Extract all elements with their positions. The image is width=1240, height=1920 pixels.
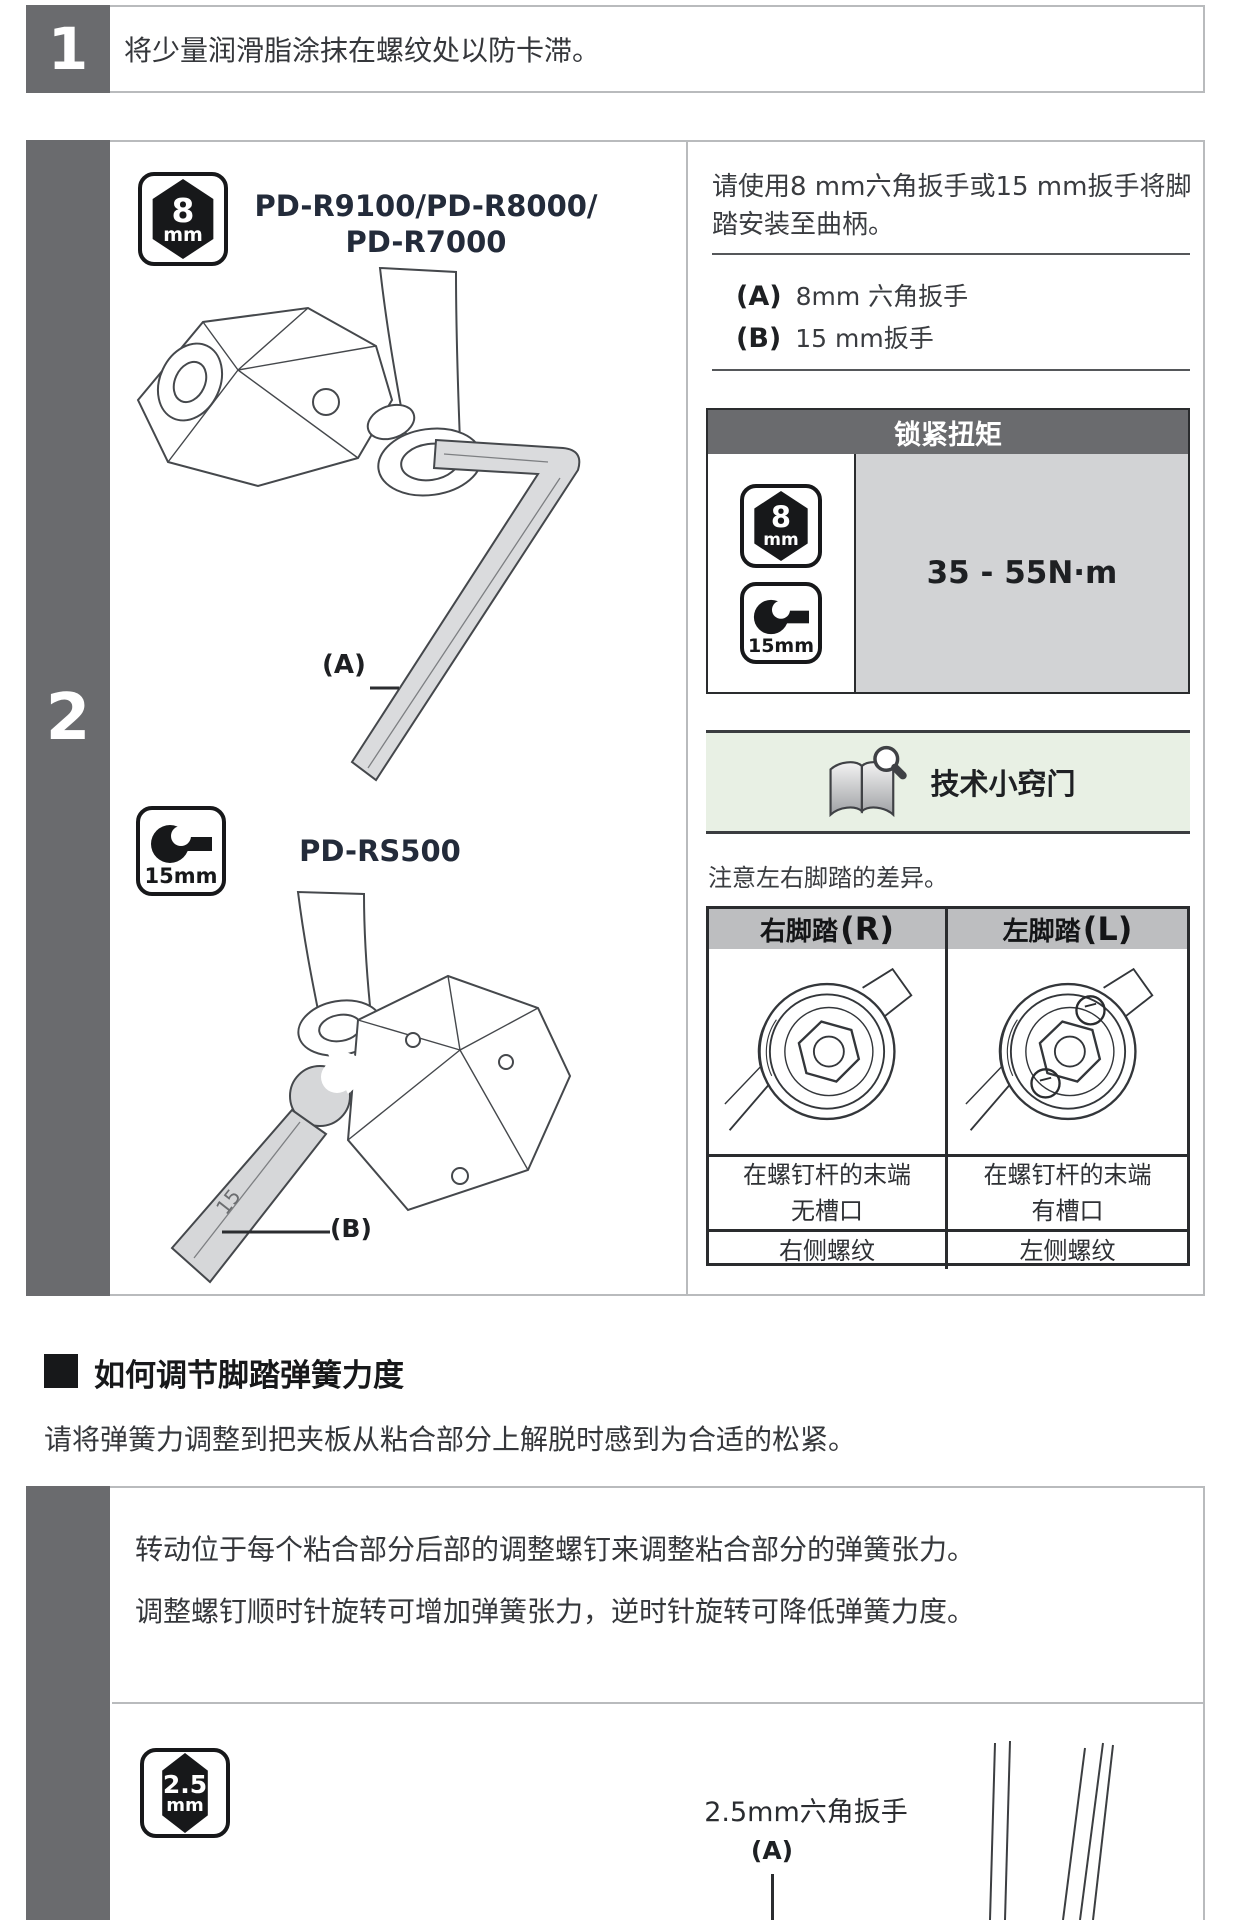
left-pedal-paren: (L) [1082,910,1133,948]
pedal-lr-table: 右脚踏 (R) 左脚踏 (L) [706,906,1190,1269]
label-b: (B) [330,1214,372,1243]
hex25-unit: mm [166,1794,204,1816]
left-pedal-slot-text: 在螺钉杆的末端 有槽口 [948,1157,1187,1229]
right-pedal-slot-text: 在螺钉杆的末端 无槽口 [709,1157,948,1229]
model-title-line2: PD-R7000 [345,225,507,259]
left-pedal-label: 左脚踏 [1002,916,1081,947]
section-bullet-square [44,1354,78,1388]
slot-highlight-circles [1029,994,1106,1099]
legend-item-b: (B) 15 mm扳手 [736,319,934,355]
legend-b-key: (B) [736,323,782,354]
pedal-difference-note: 注意左右脚踏的差异。 [708,864,948,892]
hex25-size: 2.5 [162,1769,208,1799]
torque-value: 35 - 55N·m [856,454,1188,692]
left-pedal-header: 左脚踏 (L) [948,909,1187,949]
legend-b-value: 15 mm扳手 [795,324,934,353]
model-title-bottom: PD-RS500 [299,834,461,868]
step3-sidebar [26,1486,110,1920]
right-pedal-axle-cell [709,949,948,1154]
step2-number: 2 [26,140,110,1296]
torque-hex8-size: 8 [770,500,792,534]
torque-wrench15-size-label: 15mm [747,635,815,657]
right-slot-line1: 在螺钉杆的末端 [743,1161,911,1189]
wrench15-size-label: 15mm [144,864,218,888]
legend-divider-top [712,253,1190,255]
left-pedal-thread-text: 左侧螺纹 [1019,1236,1116,1265]
spring-adjust-line2: 调整螺钉顺时针旋转可增加弹簧张力，逆时针旋转可降低弹簧力度。 [135,1595,976,1628]
torque-table: 锁紧扭矩 8 mm 15mm [706,408,1190,694]
step2-column-divider [686,142,688,1294]
callout-key-a: (A) [750,1836,794,1865]
tech-tips-title: 技术小窍门 [930,767,1076,801]
left-slot-line2: 有槽口 [1031,1197,1104,1225]
legend-item-a: (A) 8mm 六角扳手 [736,277,968,313]
torque-table-header: 锁紧扭矩 [708,410,1188,454]
step1-text: 将少量润滑脂涂抹在螺纹处以防卡滞。 [124,34,601,67]
section-intro-text: 请将弹簧力调整到把夹板从粘合部分上解脱时感到为合适的松紧。 [44,1423,857,1456]
book-magnifier-icon [829,745,908,818]
step3-inner-divider [112,1702,1205,1704]
step1-box: 1 将少量润滑脂涂抹在螺纹处以防卡滞。 [26,5,1205,93]
section-heading: 如何调节脚踏弹簧力度 [44,1350,404,1395]
right-slot-line2: 无槽口 [791,1197,863,1225]
legend-a-key: (A) [736,281,782,312]
legend-a-value: 8mm 六角扳手 [795,282,969,311]
model-title-line1: PD-R9100/PD-R8000/ [254,189,598,223]
section-heading-text: 如何调节脚踏弹簧力度 [94,1358,404,1394]
torque-hex-8mm-icon: 8 mm [740,484,822,568]
left-pedal-axle-cell [948,949,1187,1154]
model-title-top: PD-R9100/PD-R8000/ PD-R7000 [240,188,612,260]
left-slot-line1: 在螺钉杆的末端 [983,1161,1152,1189]
hex8-unit: mm [163,223,203,246]
right-pedal-axle-illustration [724,967,913,1131]
hex8-size: 8 [171,190,195,230]
step1-number: 1 [26,5,110,93]
right-pedal-label: 右脚踏 [760,916,839,947]
torque-hex8-unit: mm [763,530,799,550]
callout-pointer-line [771,1874,774,1920]
pedal-open-wrench-illustration: 15 [170,890,572,1284]
hex-2point5mm-tool-icon: 2.5 mm [140,1748,230,1838]
torque-wrench-15mm-icon: 15mm [740,582,822,664]
legend-divider-bottom [712,369,1190,371]
hex-wrench-callout-text: 2.5mm六角扳手 [704,1797,908,1828]
install-intro-text: 请使用8 mm六角扳手或15 mm扳手将脚踏安装至曲柄。 [712,172,1192,240]
spring-adjust-line1: 转动位于每个粘合部分后部的调整螺钉来调整粘合部分的弹簧张力。 [135,1533,976,1566]
torque-open-wrench-glyph [753,597,809,635]
left-pedal-axle-illustration [964,967,1154,1131]
tech-tips-bar: 技术小窍门 [706,730,1190,834]
label-a: (A) [322,650,366,680]
right-pedal-thread-text: 右侧螺纹 [709,1232,948,1269]
hex-8mm-tool-icon: 8 mm [138,172,228,266]
open-wrench-glyph [151,822,212,863]
crank-edge-lines-illustration [989,1740,1114,1920]
right-pedal-header: 右脚踏 (R) [709,909,948,949]
right-pedal-paren: (R) [840,910,894,948]
pedal-crank-allen-key-illustration [136,266,581,782]
wrench-15mm-tool-icon: 15mm [136,806,226,896]
